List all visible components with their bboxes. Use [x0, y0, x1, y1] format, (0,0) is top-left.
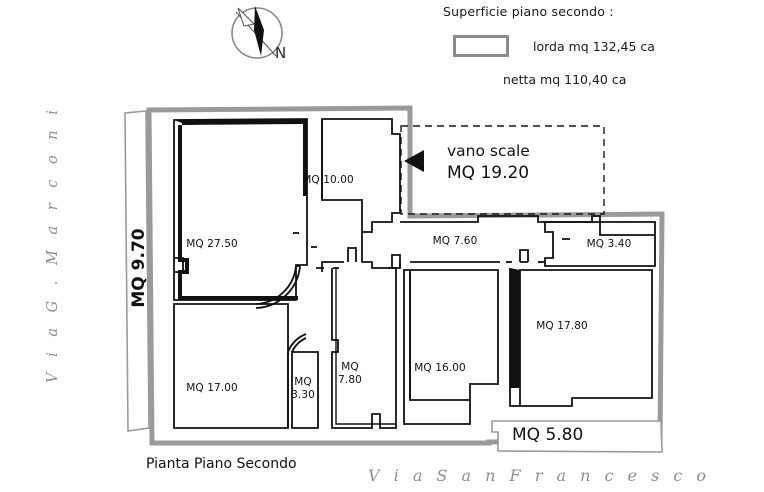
compass-north-label: N	[275, 44, 287, 62]
door-swing-arcs	[255, 265, 301, 309]
room-label-27-50: MQ 27.50	[186, 238, 238, 250]
room-outline-3-40	[544, 221, 656, 267]
room-outline-7-80	[331, 268, 397, 429]
room-label-16-00: MQ 16.00	[414, 362, 466, 374]
legend-net-label: netta mq 110,40 ca	[503, 72, 627, 87]
balcony-bottom-right-mq580	[491, 420, 663, 453]
interior-partition-stubs	[321, 247, 529, 272]
legend-swatch	[453, 35, 509, 57]
legend-gross-row: lorda mq 132,45 ca	[443, 35, 753, 57]
balcony-bottom-right-label: MQ 5.80	[512, 425, 584, 445]
balcony-left-label: MQ 9.70	[129, 228, 149, 308]
stairwell-name-label: vano scale	[447, 142, 530, 160]
legend-gross-label: lorda mq 132,45 ca	[533, 38, 655, 54]
room-label-10-00: MQ 10.00	[302, 174, 354, 186]
room-outline-17-80	[509, 268, 653, 407]
legend-title: Superficie piano secondo :	[443, 4, 614, 19]
compass-rose	[224, 0, 296, 70]
room-label-17-00: MQ 17.00	[186, 382, 238, 394]
balcony-left-mq970	[124, 110, 150, 432]
stairwell-area-label: MQ 19.20	[447, 163, 530, 183]
stairwell-dashed-region	[400, 125, 605, 215]
room-outline-17-00	[173, 303, 307, 429]
legend-block: Superficie piano secondo : lorda mq 132,…	[443, 4, 753, 87]
room-outline-27-50	[173, 118, 308, 301]
street-label-san-francesco: V i a S a n F r a n c e s c o	[368, 466, 711, 485]
stairwell-pointer-triangle	[404, 150, 424, 172]
room-label-7-60: MQ 7.60	[432, 235, 478, 247]
room-label-17-80: MQ 17.80	[536, 320, 588, 332]
compass-icon	[231, 6, 283, 59]
room-label-3-40: MQ 3.40	[586, 238, 632, 250]
room-outline-3-30	[291, 351, 319, 429]
room-outline-10-00	[321, 118, 401, 233]
plan-caption: Pianta Piano Secondo	[146, 456, 297, 472]
room-outline-16-00	[403, 269, 499, 425]
